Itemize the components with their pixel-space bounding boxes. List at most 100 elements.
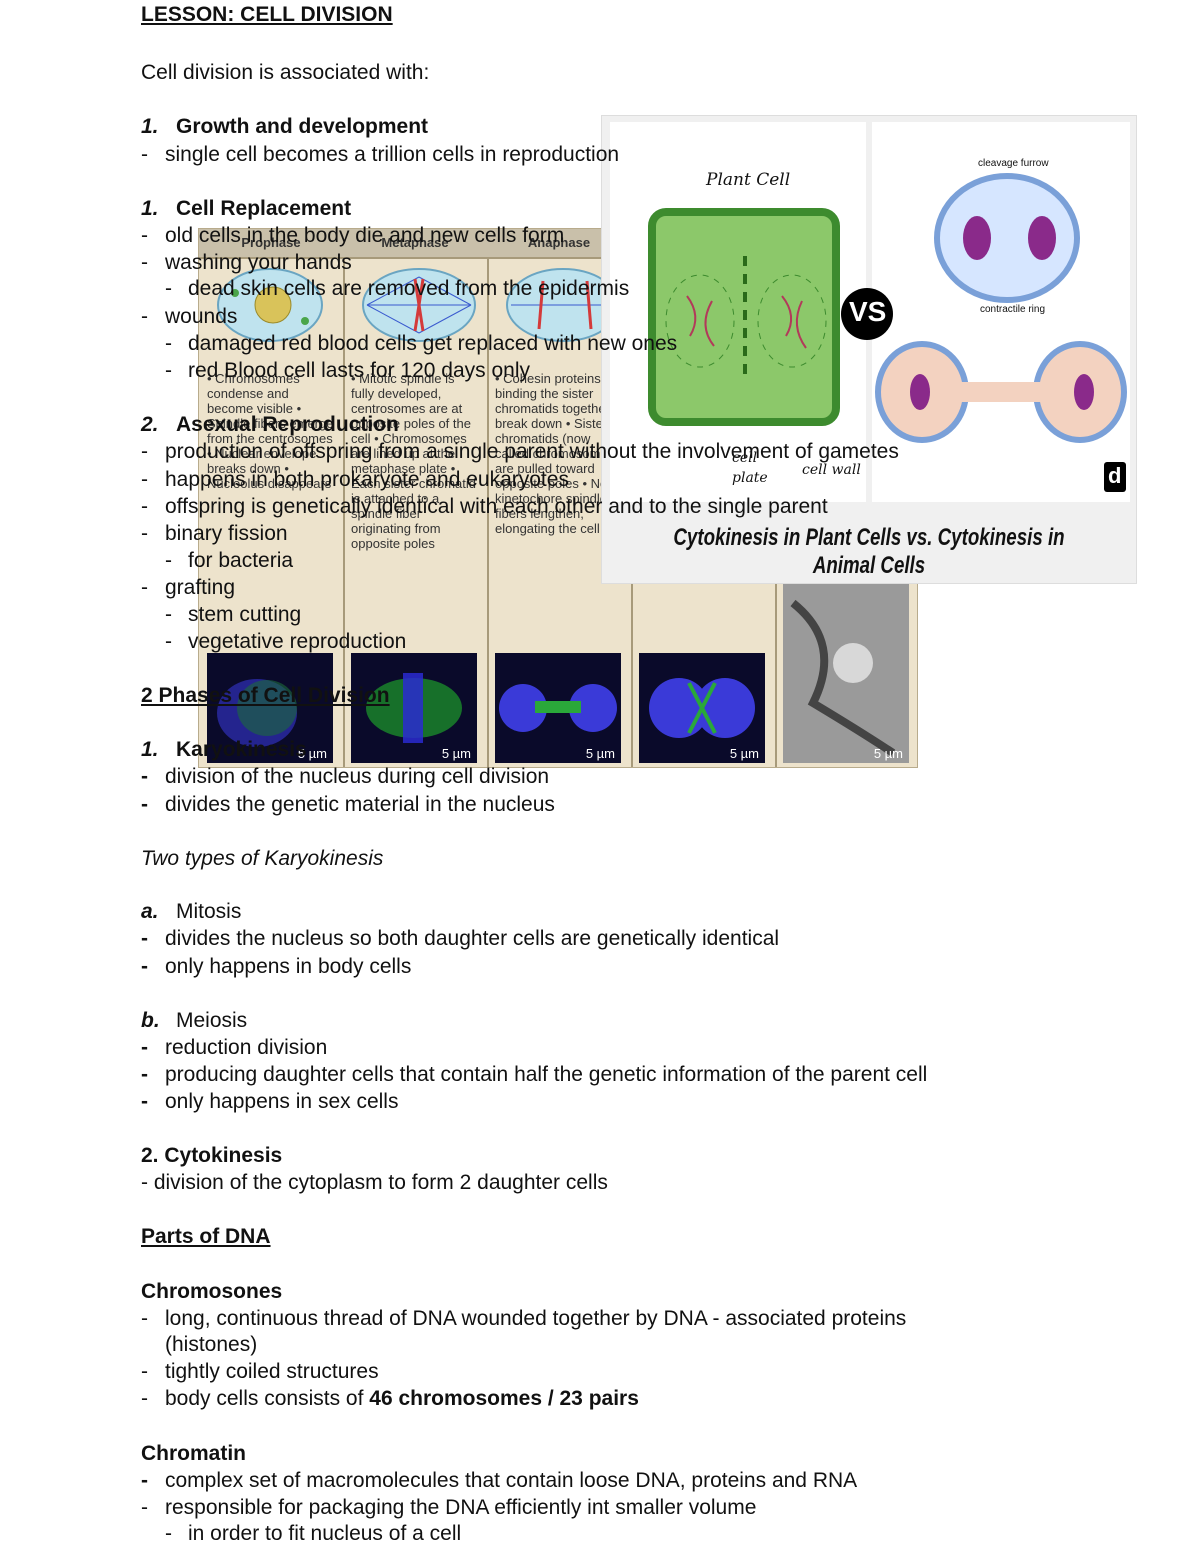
bullet-dash: - [141,1496,148,1519]
prophase-cell-diagram [217,268,323,342]
anaphase-column: Anaphase • Cohesin proteins binding the … [487,229,633,767]
bullet-dash: - [165,359,172,382]
bullet-dash: - [141,1090,148,1113]
list-item: reduction division [165,1036,328,1059]
bullet-dash: - [141,576,148,599]
section-heading: Karyokinesis [176,738,307,761]
list-item: wounds [165,305,238,328]
bullet-dash: - [141,305,148,328]
column-header: Metaphase [343,229,487,259]
intro-text: Cell division is associated with: [141,61,430,84]
list-item-continuation: (histones) [165,1333,258,1356]
anaphase-micrograph: 5 µm [495,653,621,763]
chromatin-heading: Chromatin [141,1442,246,1465]
bullet-dash: - [141,955,148,978]
list-item: offspring is genetically identical with … [165,495,828,518]
section-number: 2. [141,413,159,436]
cytokinesis-diagram [610,122,1130,502]
list-item: in order to fit nucleus of a cell [188,1522,462,1545]
cell-plate-label: cell plate [732,450,768,486]
cytokinesis-comparison-figure: Plant Cell VS cell plate cell wall cleav… [601,115,1137,584]
list-item: only happens in body cells [165,955,412,978]
lesson-title: LESSON: CELL DIVISION [141,3,393,26]
bullet-dash: - [141,1469,148,1492]
bullet-dash: - [141,440,148,463]
bullet-dash: - [165,332,172,355]
bullet-dash: - [141,765,148,788]
bullet-dash: - [141,251,148,274]
scale-bar-label: 5 µm [441,746,471,761]
logo-icon: d [1108,463,1122,488]
column-header: Prophase [199,229,343,259]
cytokinesis-heading: 2. Cytokinesis [141,1144,283,1167]
anaphase-description: • Cohesin proteins binding the sister ch… [495,371,619,536]
bullet-dash: - [141,468,148,491]
list-item: for bacteria [188,549,294,572]
scale-bar-label: 5 µm [729,746,759,761]
list-item: vegetative reproduction [188,630,407,653]
list-item: body cells consists of 46 chromosomes / … [165,1387,639,1411]
prophase-description: • Chromosomes condense and become visibl… [207,371,334,491]
telophase-micrograph: 5 µm [639,653,765,763]
contractile-ring-label: contractile ring [980,304,1046,315]
bullet-dash: - [141,522,148,545]
bullet-dash: - [141,495,148,518]
metaphase-cell-diagram [362,268,476,342]
plant-cell-label: Plant Cell [706,170,791,190]
section-number: 1. [141,197,159,220]
bullet-dash: - [141,1307,148,1330]
list-item: divides the genetic material in the nucl… [165,793,555,816]
section-number: 1. [141,738,159,761]
bullet-dash: - [165,549,172,572]
list-item: dead skin cells are removed from the epi… [188,277,630,300]
chromosome-count: 46 chromosomes / 23 pairs [369,1387,639,1410]
list-item: damaged red blood cells get replaced wit… [188,332,678,355]
list-item: complex set of macromolecules that conta… [165,1469,858,1492]
list-item-text: body cells consists of [165,1387,370,1410]
cell-wall-label: cell wall [802,462,861,478]
list-item: single cell becomes a trillion cells in … [165,143,620,166]
list-item: production of offspring from a single pa… [165,440,899,463]
prophase-micrograph: 5 µm [207,653,333,763]
list-item: long, continuous thread of DNA wounded t… [165,1307,907,1330]
list-item: washing your hands [165,251,352,274]
bullet-dash: - [141,1387,148,1410]
scale-bar-label: 5 µm [873,746,903,761]
list-item: old cells in the body die and new cells … [165,224,565,247]
section-heading: Growth and development [176,115,429,138]
bullet-dash: - [141,1360,148,1383]
types-heading: Two types of Karyokinesis [141,847,384,870]
bullet-dash: - [165,277,172,300]
list-item: stem cutting [188,603,302,626]
cleavage-furrow-label: cleavage furrow [978,158,1049,169]
vs-badge: VS [849,296,887,327]
chromosomes-heading: Chromosones [141,1280,283,1303]
figure-caption: Cytokinesis in Plant Cells vs. Cytokines… [673,524,1065,579]
section-heading: Asexual Reproduction [176,413,399,436]
bullet-dash: - [165,630,172,653]
bullet-dash: - [165,1522,172,1545]
bullet-dash: - [141,927,148,950]
dna-heading: Parts of DNA [141,1225,271,1248]
list-item: tightly coiled structures [165,1360,379,1383]
list-item: division of the nucleus during cell divi… [165,765,550,788]
type-name: Mitosis [176,900,242,923]
type-letter: b. [141,1009,160,1032]
electron-micrograph: 5 µm [783,583,909,763]
list-item: binary fission [165,522,288,545]
list-item: responsible for packaging the DNA effici… [165,1496,757,1519]
metaphase-micrograph: 5 µm [351,653,477,763]
scale-bar-label: 5 µm [297,746,327,761]
bullet-dash: - [141,793,148,816]
section-number: 1. [141,115,159,138]
section-heading: Cell Replacement [176,197,352,220]
bullet-dash: - [141,143,148,166]
list-item: happens in both prokaryote and eukaryote… [165,468,569,491]
list-item: grafting [165,576,236,599]
bullet-dash: - [141,224,148,247]
bullet-dash: - [165,603,172,626]
list-item: divides the nucleus so both daughter cel… [165,927,780,950]
bullet-dash: - [141,1036,148,1059]
type-letter: a. [141,900,159,923]
bullet-dash: - [141,1063,148,1086]
